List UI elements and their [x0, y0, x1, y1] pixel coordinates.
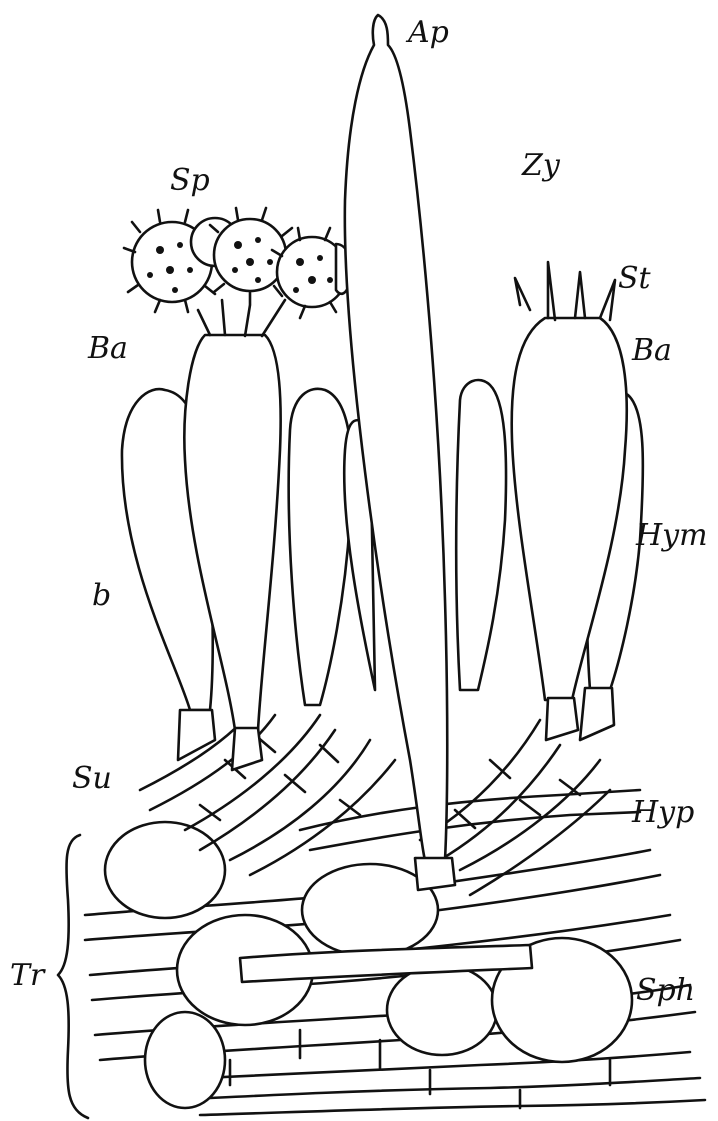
- label-ba-right: Ba: [631, 333, 672, 368]
- sphaerocyst: [387, 965, 497, 1055]
- sphaerocyst: [105, 822, 225, 918]
- label-sp: Sp: [170, 163, 210, 198]
- label-b: b: [92, 578, 111, 613]
- label-zy: Zy: [521, 148, 561, 183]
- basidiole: [289, 389, 352, 705]
- basidiole: [456, 380, 506, 690]
- label-tr: Tr: [10, 958, 46, 993]
- basidiole-stalk: [178, 710, 215, 760]
- label-hyp: Hyp: [631, 795, 694, 830]
- label-ap: Ap: [405, 15, 449, 50]
- cystidium: [345, 15, 455, 890]
- label-hym: Hym: [635, 518, 708, 553]
- trama-bracket: [58, 835, 88, 1118]
- sphaerocyst: [145, 1012, 225, 1108]
- label-st: St: [618, 261, 652, 296]
- spores: [124, 208, 358, 318]
- label-su: Su: [72, 761, 112, 796]
- label-sph: Sph: [636, 973, 695, 1008]
- basidiole-stalk: [580, 688, 614, 740]
- label-ba-left: Ba: [87, 331, 128, 366]
